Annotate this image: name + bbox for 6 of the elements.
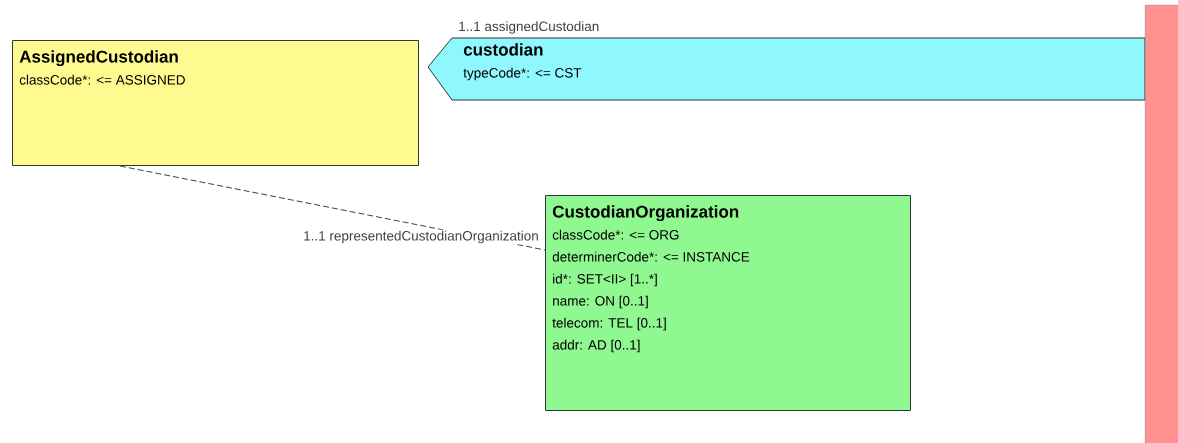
edge-label: 1..1 representedCustodianOrganization <box>304 230 538 244</box>
role-label: 1..1 assignedCustodian <box>459 21 599 34</box>
choice-bar <box>1145 5 1178 443</box>
class-box: AssignedCustodian classCode*: <= ASSIGNED <box>12 40 419 166</box>
association-band: custodian typeCode*: <= CST <box>427 37 1146 101</box>
class-box: CustodianOrganization classCode*: <= ORG determinerCode*: <= INSTANCE id*: SET<II> [1..*] name: ON [0..1] telecom: TEL [0..1] addr: AD [0..1] <box>545 195 911 411</box>
